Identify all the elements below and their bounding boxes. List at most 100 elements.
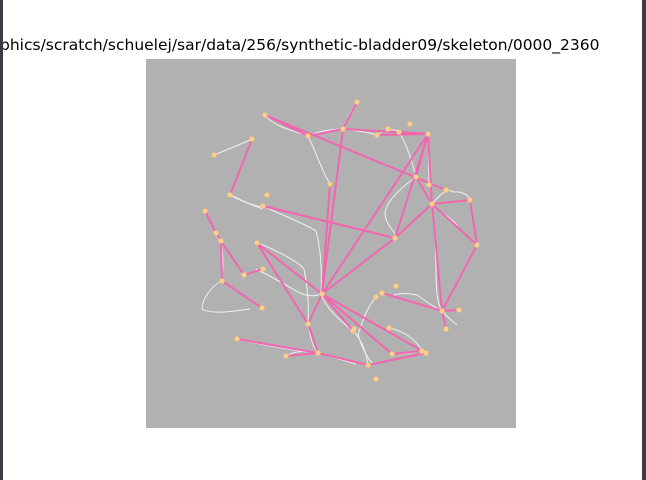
skeleton-curve	[307, 135, 331, 185]
plot-window: phics/scratch/schuelej/sar/data/256/synt…	[3, 0, 642, 480]
graph-edge	[321, 293, 393, 355]
graph-node	[379, 290, 385, 296]
skeleton-plot-svg	[201, 99, 480, 382]
graph-node	[425, 131, 431, 137]
graph-node	[241, 272, 247, 278]
skeleton-curve	[256, 242, 309, 325]
graph-node	[426, 182, 432, 188]
graph-edge	[243, 268, 264, 276]
graph-node	[219, 278, 225, 284]
graph-edge	[431, 203, 478, 246]
graph-node	[386, 325, 392, 331]
graph-node	[374, 132, 380, 138]
graph-node	[260, 266, 266, 272]
graph-node	[393, 283, 399, 289]
graph-edge	[431, 203, 443, 312]
graph-edge	[415, 176, 433, 205]
graph-node	[327, 181, 333, 187]
graph-node	[365, 362, 371, 368]
graph-edge	[394, 203, 433, 239]
graph-edge	[321, 133, 429, 295]
graph-edge	[264, 114, 447, 191]
skeleton-curve	[228, 193, 264, 210]
graph-node	[443, 326, 449, 332]
graph-edge	[321, 293, 427, 354]
graph-edge	[441, 310, 447, 330]
graph-edge	[285, 352, 319, 357]
skeleton-curve	[255, 268, 322, 297]
graph-node	[202, 208, 208, 214]
graph-edge	[220, 240, 223, 282]
graph-edge	[307, 323, 319, 354]
skeleton-curve	[431, 190, 472, 205]
graph-node	[389, 351, 395, 357]
graph-node	[260, 203, 266, 209]
graph-node	[407, 121, 413, 127]
graph-edge	[307, 293, 323, 325]
graph-edge	[398, 131, 429, 135]
graph-node	[254, 240, 260, 246]
graph-node	[305, 321, 311, 327]
graph-node	[211, 152, 217, 158]
graph-edge	[342, 101, 358, 130]
graph-node	[467, 197, 473, 203]
graph-edge	[321, 237, 396, 295]
graph-edge	[256, 242, 309, 325]
skeleton-curve	[320, 293, 369, 366]
graph-node	[227, 192, 233, 198]
graph-edge	[256, 242, 323, 295]
graph-edge	[321, 128, 344, 295]
graph-node	[423, 350, 429, 356]
graph-edge	[469, 199, 478, 246]
graph-node	[234, 336, 240, 342]
graph-node	[443, 187, 449, 193]
skeleton-curve	[393, 293, 443, 312]
graph-node	[373, 294, 379, 300]
graph-edge	[229, 138, 253, 196]
graph-edge	[236, 338, 319, 354]
graph-edge	[367, 352, 427, 366]
graph-edge	[221, 280, 263, 309]
skeleton-curve	[213, 138, 253, 156]
graph-edge	[427, 133, 433, 205]
skeleton-curve	[201, 240, 251, 313]
graph-node	[439, 308, 445, 314]
graph-node	[413, 174, 419, 180]
graph-edge	[391, 350, 423, 355]
skeleton-curve	[357, 296, 377, 366]
graph-node	[315, 350, 321, 356]
graph-edge	[220, 240, 245, 276]
graph-node	[259, 305, 265, 311]
graph-node	[305, 133, 311, 139]
graph-node	[396, 129, 402, 135]
graph-edge	[321, 183, 331, 295]
graph-edge	[381, 292, 443, 312]
graph-node	[319, 291, 325, 297]
graph-node	[354, 99, 360, 105]
graph-node	[392, 235, 398, 241]
graph-node	[264, 192, 270, 198]
graph-node	[351, 326, 357, 332]
graph-edge	[431, 199, 471, 205]
graph-node	[213, 230, 219, 236]
graph-node	[340, 126, 346, 132]
graph-edge	[204, 210, 217, 234]
figure-title: phics/scratch/schuelej/sar/data/256/synt…	[3, 36, 600, 54]
graph-edge	[394, 133, 429, 239]
graph-node	[456, 307, 462, 313]
skeleton-curve	[262, 205, 322, 295]
graph-node	[249, 136, 255, 142]
graph-edge	[441, 244, 478, 312]
graph-nodes	[202, 99, 480, 382]
graph-edge	[321, 293, 354, 332]
skeleton-curves	[201, 101, 472, 366]
graph-node	[474, 242, 480, 248]
graph-node	[373, 376, 379, 382]
graph-edge	[317, 352, 369, 366]
graph-node	[262, 112, 268, 118]
graph-node	[283, 353, 289, 359]
graph-edge	[262, 205, 396, 239]
skeleton-curve	[384, 176, 417, 236]
graph-node	[429, 201, 435, 207]
skeleton-plot	[146, 59, 516, 428]
